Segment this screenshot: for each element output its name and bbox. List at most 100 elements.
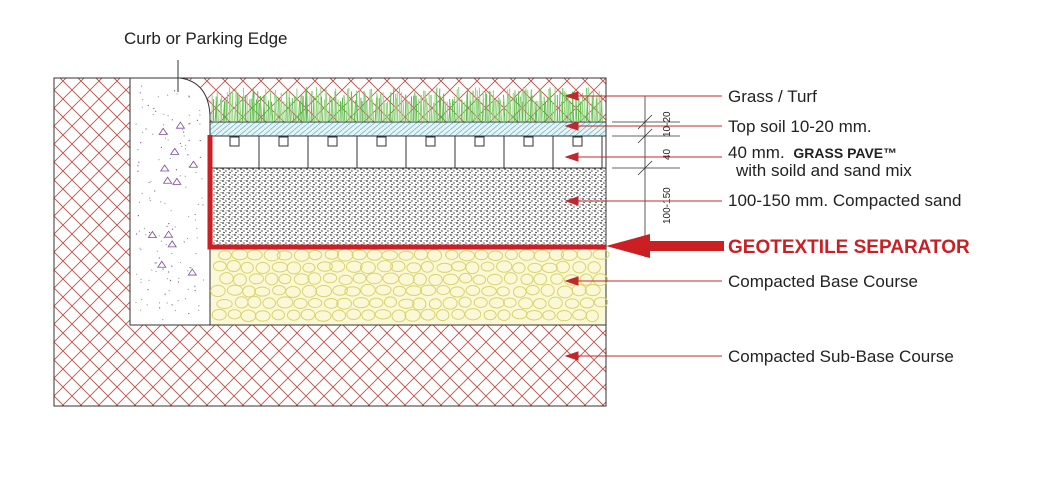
- base-stone: [502, 297, 517, 308]
- base-stone: [571, 283, 587, 297]
- curb-speckle: [185, 186, 187, 188]
- base-stone: [262, 297, 276, 309]
- grass-blade: [577, 98, 580, 122]
- grass-blade: [226, 92, 229, 122]
- base-stone: [210, 284, 226, 298]
- grass-blade: [581, 93, 584, 122]
- curb-speckle: [169, 279, 172, 281]
- curb-aggregate: [157, 260, 167, 268]
- curb-speckle: [197, 203, 199, 206]
- grass-blade: [318, 94, 320, 122]
- curb-speckle: [196, 119, 198, 121]
- curb-speckle: [167, 94, 169, 96]
- curb-speckle: [137, 170, 139, 172]
- base-stone: [442, 296, 458, 310]
- curb-speckle: [164, 137, 167, 139]
- grass-blade: [601, 99, 603, 122]
- grass-blade: [525, 88, 528, 122]
- base-stone: [412, 272, 427, 286]
- curb-speckle: [148, 279, 150, 281]
- grass-blade: [265, 88, 267, 122]
- grass-blade: [312, 95, 315, 122]
- base-stone: [512, 262, 526, 274]
- grass-pave-layer: [209, 135, 607, 169]
- base-stone: [405, 285, 423, 296]
- base-stone: [302, 262, 316, 273]
- grass-blade: [478, 98, 480, 122]
- curb-speckle: [190, 267, 192, 269]
- base-stone: [465, 261, 480, 275]
- curb-speckle: [169, 157, 171, 159]
- curb-speckle: [150, 180, 152, 182]
- curb-speckle: [162, 124, 165, 126]
- curb-speckle: [158, 257, 160, 259]
- base-stone: [404, 309, 421, 322]
- curb-speckle: [179, 261, 182, 264]
- curb-speckle: [171, 252, 173, 255]
- grass-blade: [458, 87, 461, 122]
- base-stone: [511, 308, 528, 320]
- base-stone: [276, 296, 294, 309]
- curb-speckle: [141, 192, 143, 195]
- curb-speckle: [154, 190, 156, 192]
- grass-blade: [423, 91, 426, 122]
- label-paver-line2: with soild and sand mix: [735, 161, 912, 180]
- curb-speckle: [153, 107, 155, 109]
- curb-speckle: [184, 298, 187, 300]
- grass-blade: [543, 96, 546, 122]
- curb-speckle: [183, 241, 185, 243]
- curb-speckle: [199, 123, 201, 125]
- base-stone: [436, 284, 451, 296]
- base-stone: [332, 284, 348, 296]
- curb-speckle: [187, 154, 189, 156]
- compacted-sand-layer: [209, 167, 607, 248]
- base-stone: [556, 309, 572, 322]
- base-stone: [458, 272, 473, 284]
- base-stone: [254, 310, 271, 322]
- grass-blade: [456, 102, 459, 122]
- base-stone: [345, 260, 363, 273]
- paver-cell-notch: [474, 136, 485, 147]
- base-stone: [314, 310, 332, 322]
- curb-speckle: [184, 175, 186, 177]
- curb-speckle: [171, 119, 173, 121]
- label-geotextile: GEOTEXTILE SEPARATOR: [728, 237, 970, 258]
- grass-blade: [470, 100, 472, 122]
- grass-blade: [466, 87, 469, 122]
- grass-blade: [522, 87, 525, 122]
- curb-speckle: [147, 104, 149, 107]
- base-stone: [375, 284, 392, 296]
- curb-speckle: [171, 228, 174, 230]
- base-stone: [307, 272, 322, 285]
- grass-blade: [465, 93, 468, 122]
- grass-blade: [316, 92, 319, 122]
- base-stone: [481, 286, 497, 297]
- base-stone: [278, 273, 292, 285]
- base-stone: [374, 309, 392, 320]
- grass-blade: [259, 95, 263, 122]
- paver-cell-notch: [425, 136, 436, 147]
- grass-blade: [432, 102, 435, 122]
- curb-speckle: [152, 133, 154, 135]
- grass-blade: [529, 89, 532, 122]
- curb-speckle: [138, 201, 141, 203]
- base-stone: [572, 261, 587, 274]
- curb-speckle: [139, 309, 142, 311]
- base-stone: [579, 273, 593, 286]
- curb-speckle: [178, 277, 180, 279]
- grass-blade: [591, 95, 594, 122]
- base-stone: [391, 309, 407, 323]
- curb-speckle: [188, 216, 190, 218]
- grass-blade: [545, 102, 547, 122]
- curb-aggregate: [158, 127, 168, 135]
- grass-blade: [275, 95, 279, 122]
- grass-blade: [436, 99, 439, 122]
- curb-speckle: [188, 123, 190, 125]
- grass-blade: [535, 102, 538, 122]
- grass-blade: [428, 91, 431, 122]
- curb-edge: [129, 77, 211, 326]
- base-stone: [445, 249, 459, 261]
- curb-speckle: [199, 109, 201, 112]
- curb-speckle: [140, 142, 142, 144]
- base-stone: [246, 249, 263, 261]
